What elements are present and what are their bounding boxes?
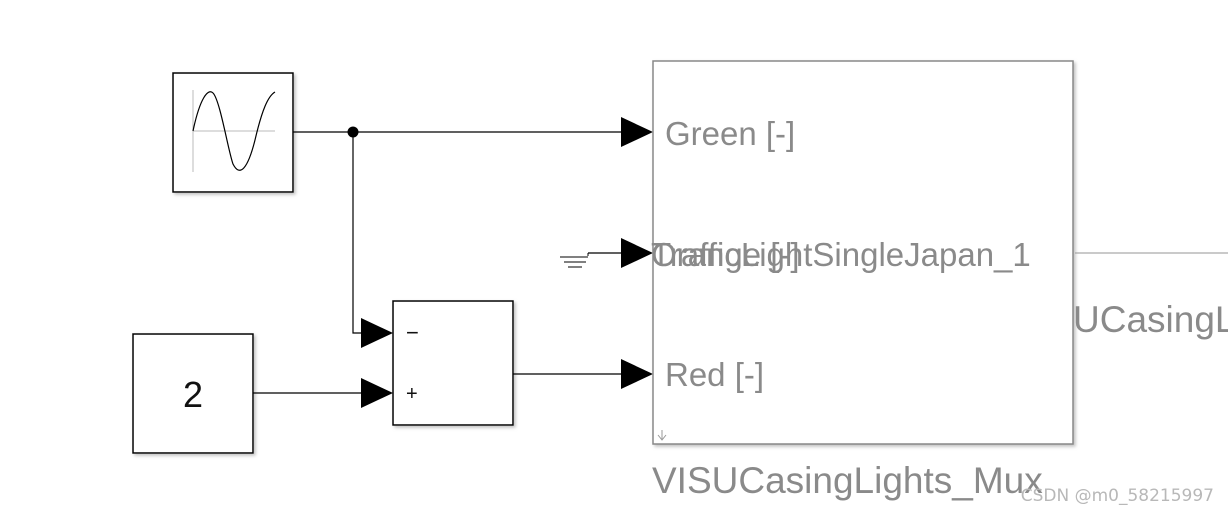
mux-port-orange: Orange [-]	[651, 236, 800, 273]
arrow-orange-port	[621, 238, 653, 268]
arrow-sum-plus	[361, 378, 393, 408]
sine-wave-block[interactable]	[172, 72, 294, 193]
sine-icon	[192, 91, 276, 171]
arrow-green-port	[621, 117, 653, 147]
mux-port-green: Green [-]	[665, 115, 795, 152]
arrow-red-port	[621, 359, 653, 389]
mux-block-name: VISUCasingLights_Mux	[652, 460, 1043, 501]
mux-overlap-label: TrafficLightSingleJapan_1	[651, 236, 1031, 273]
mux-subsystem-block[interactable]: Green [-] Orange [-] TrafficLightSingleJ…	[651, 60, 1074, 445]
mux-port-red: Red [-]	[665, 356, 764, 393]
arrowheads	[361, 117, 653, 408]
clipped-block-label: UCasingL	[1073, 299, 1228, 340]
subsystem-arrow-icon	[657, 430, 667, 441]
sum-minus-sign: −	[406, 320, 419, 345]
constant-value: 2	[183, 374, 203, 415]
constant-block[interactable]: 2	[132, 333, 254, 454]
watermark: CSDN @m0_58215997	[1020, 486, 1214, 506]
branch-point	[347, 126, 359, 138]
sine-branch-line	[352, 132, 362, 334]
sum-block[interactable]: − +	[392, 300, 514, 426]
sum-plus-sign: +	[406, 383, 418, 405]
arrow-sum-minus	[361, 318, 393, 348]
ground-icon	[560, 253, 589, 268]
